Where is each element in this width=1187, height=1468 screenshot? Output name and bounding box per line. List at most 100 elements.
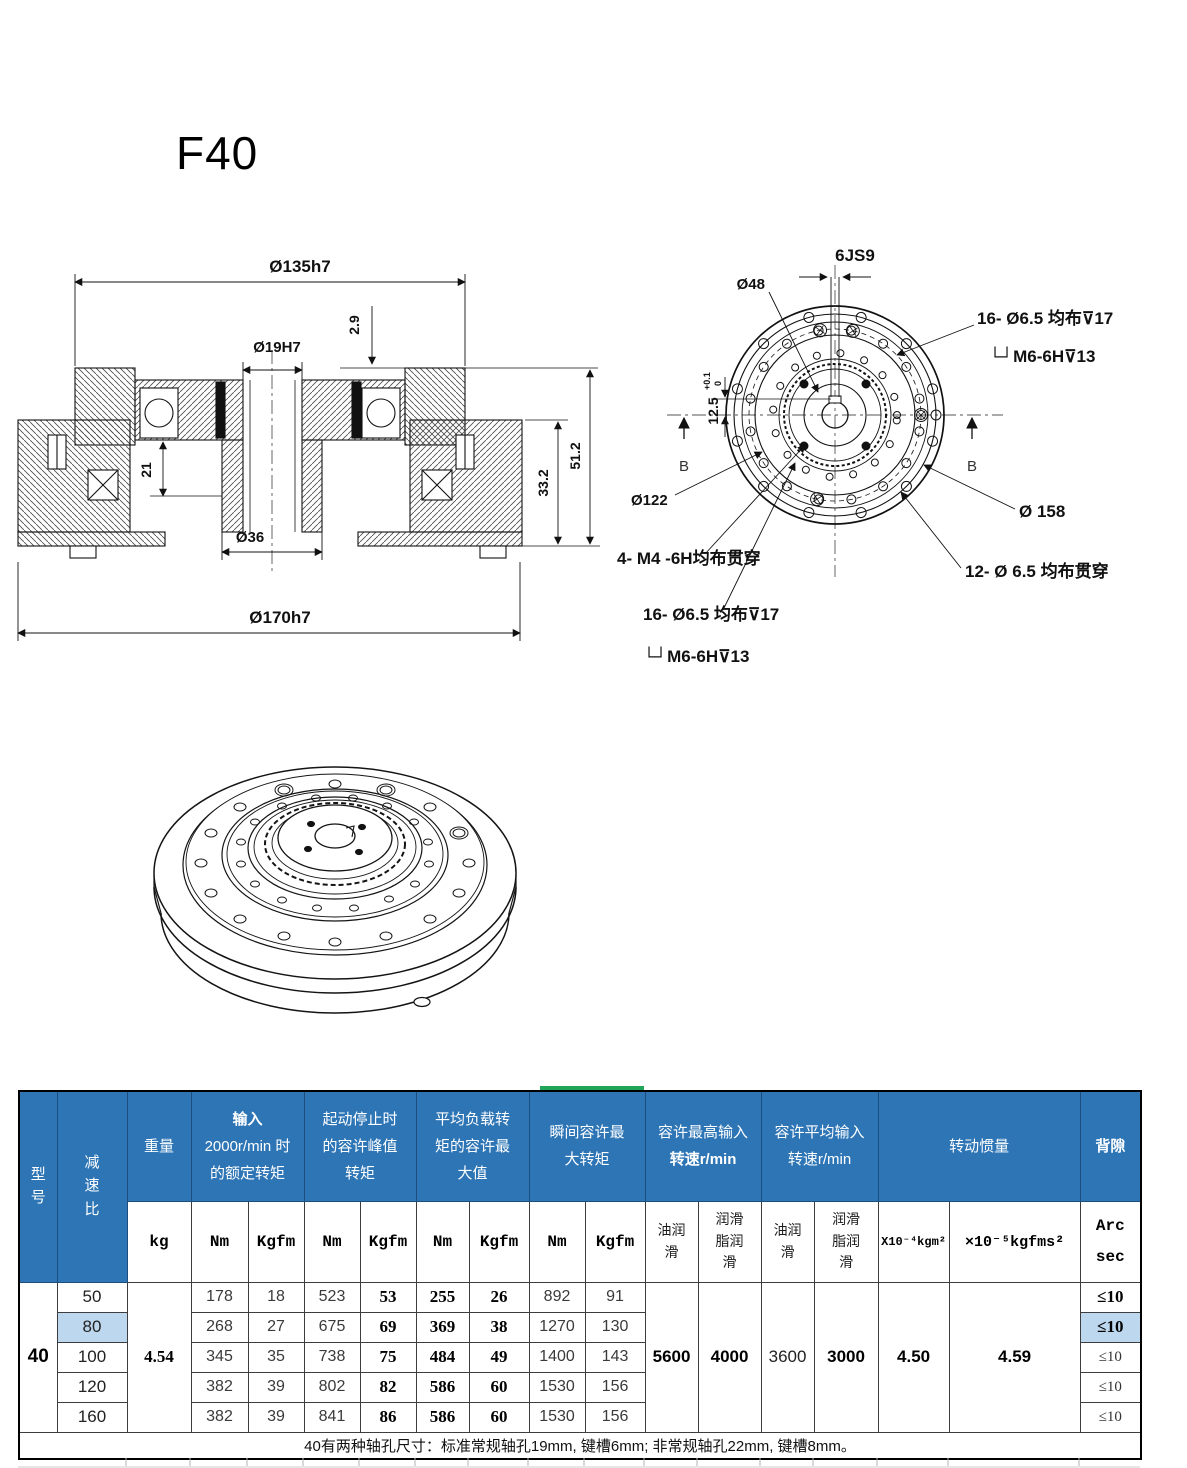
unit-inertia-si: X10⁻⁴kgm² (877, 1200, 950, 1283)
front-centerlines (667, 265, 1003, 577)
callout-h16-bottom: 16- Ø6.5 均布⊽17 (643, 604, 779, 624)
unit-inertia-kgf: ×10⁻⁵kgfms² (948, 1200, 1081, 1283)
cell-backlash: ≤10 (1079, 1281, 1142, 1313)
cell-value: 35 (247, 1341, 305, 1373)
dim-label-tol-hi: +0.1 (702, 372, 712, 390)
cell-ratio: 160 (56, 1401, 128, 1433)
header-peak-torque: 起动停止时的容许峰值转矩 (303, 1090, 417, 1202)
cell-value: 586 (415, 1401, 470, 1433)
table-row: 100 345 35 738 75 484 49 1400 143 ≤10 (19, 1341, 1142, 1373)
callout-m6-bottom: └┘M6-6H⊽13 (643, 646, 749, 666)
cell-value: 268 (190, 1311, 249, 1343)
cell-value: 82 (359, 1371, 417, 1403)
callout-h16-top: 16- Ø6.5 均布⊽17 (977, 308, 1113, 328)
header-avg-load-torque: 平均负载转矩的容许最大值 (415, 1090, 530, 1202)
header-input-torque: 输入 2000r/min 时的额定转矩 (190, 1090, 305, 1202)
cell-oil-avg-speed: 3600 (760, 1281, 815, 1433)
cell-value: 26 (468, 1281, 530, 1313)
green-accent-line (540, 1086, 644, 1090)
cell-value: 91 (584, 1281, 646, 1313)
isometric-bolt-holes (194, 779, 476, 947)
cell-value: 69 (359, 1311, 417, 1343)
unit-oil-lub: 油润滑 (644, 1200, 699, 1283)
callout-m6-top: └┘M6-6H⊽13 (989, 346, 1095, 366)
dim-label-d122: Ø122 (631, 492, 668, 509)
dim-label-d36: Ø36 (236, 529, 264, 546)
cell-ratio: 120 (56, 1371, 128, 1403)
unit-arcsec: Arc sec (1079, 1200, 1142, 1283)
cell-value: 38 (468, 1311, 530, 1343)
cell-ratio: 80 (56, 1311, 128, 1343)
cell-value: 892 (528, 1281, 586, 1313)
cell-value: 586 (415, 1371, 470, 1403)
cell-oil-max-speed: 5600 (644, 1281, 699, 1433)
dim-label-d135: Ø135h7 (269, 257, 330, 276)
unit-nm: Nm (303, 1200, 361, 1283)
section-dimensions (17, 274, 600, 641)
cell-backlash: ≤10 (1079, 1341, 1142, 1373)
callout-m4: 4- M4 -6H均布贯穿 (617, 548, 761, 568)
cell-value: 39 (247, 1401, 305, 1433)
cell-value: 18 (247, 1281, 305, 1313)
dim-label-21: 21 (138, 462, 154, 478)
cell-ratio: 50 (56, 1281, 128, 1313)
cell-value: 156 (584, 1401, 646, 1433)
header-weight: 重量 (126, 1090, 192, 1202)
table-units-row: kg Nm Kgfm Nm Kgfm Nm Kgfm Nm Kgfm 油润滑 润… (19, 1200, 1142, 1283)
dim-label-d48: Ø48 (737, 276, 765, 293)
cell-value: 27 (247, 1311, 305, 1343)
front-bolt-holes (730, 310, 942, 520)
table-row: 40 50 4.54 178 18 523 53 255 26 892 91 5… (18, 1281, 1142, 1433)
unit-kgfm: Kgfm (359, 1200, 417, 1283)
section-marker-b-left: B (679, 458, 689, 475)
cell-backlash: ≤10 (1079, 1371, 1142, 1403)
cell-value: 60 (468, 1401, 530, 1433)
cell-value: 382 (190, 1401, 249, 1433)
header-momentary-torque: 瞬间容许最大转矩 (528, 1090, 646, 1202)
unit-nm: Nm (415, 1200, 470, 1283)
unit-nm: Nm (190, 1200, 249, 1283)
cell-value: 39 (247, 1371, 305, 1403)
header-ratio: 减速比 (56, 1090, 128, 1283)
dim-label-keyway: 6JS9 (835, 246, 875, 265)
bottom-grid-remnant (18, 1458, 1140, 1468)
page-title: F40 (176, 127, 259, 179)
cell-value: 369 (415, 1311, 470, 1343)
header-avg-input-speed: 容许平均输入转速r/min (760, 1090, 879, 1202)
header-inertia: 转动惯量 (877, 1090, 1081, 1202)
cell-value: 738 (303, 1341, 361, 1373)
cell-value: 75 (359, 1341, 417, 1373)
cell-ratio: 100 (56, 1341, 128, 1373)
unit-grease-lub: 润滑脂润滑 (813, 1200, 879, 1283)
shaft-note: 40有两种轴孔尺寸：标准常规轴孔19mm, 键槽6mm; 非常规轴孔22mm, … (18, 1431, 1142, 1460)
isometric-view (153, 766, 517, 1014)
table-row: 80 268 27 675 69 369 38 1270 130 ≤10 (19, 1311, 1142, 1343)
section-part-shapes (17, 367, 523, 559)
cell-value: 53 (359, 1281, 417, 1313)
cell-value: 841 (303, 1401, 361, 1433)
cell-value: 130 (584, 1311, 646, 1343)
cell-model: 40 (18, 1281, 58, 1433)
cell-value: 1400 (528, 1341, 586, 1373)
front-circles (725, 305, 945, 525)
cell-inertia-si: 4.50 (877, 1281, 950, 1433)
table-note-row: 40有两种轴孔尺寸：标准常规轴孔19mm, 键槽6mm; 非常规轴孔22mm, … (18, 1431, 1142, 1460)
cell-value: 143 (584, 1341, 646, 1373)
cell-value: 675 (303, 1311, 361, 1343)
cell-value: 156 (584, 1371, 646, 1403)
callout-h12: 12- Ø 6.5 均布贯穿 (965, 561, 1109, 581)
cell-backlash: ≤10 (1079, 1401, 1142, 1433)
cell-value: 60 (468, 1371, 530, 1403)
cell-value: 345 (190, 1341, 249, 1373)
dim-label-332: 33.2 (535, 469, 551, 496)
cell-value: 178 (190, 1281, 249, 1313)
header-model: 型号 (18, 1090, 58, 1283)
cell-value: 484 (415, 1341, 470, 1373)
cell-value: 1270 (528, 1311, 586, 1343)
cell-value: 255 (415, 1281, 470, 1313)
cell-value: 382 (190, 1371, 249, 1403)
front-view: 6JS9 Ø48 12.5 +0.1 0 B B Ø122 Ø 158 4- M… (617, 246, 1113, 666)
isometric-body (153, 766, 517, 1014)
cell-value: 802 (303, 1371, 361, 1403)
